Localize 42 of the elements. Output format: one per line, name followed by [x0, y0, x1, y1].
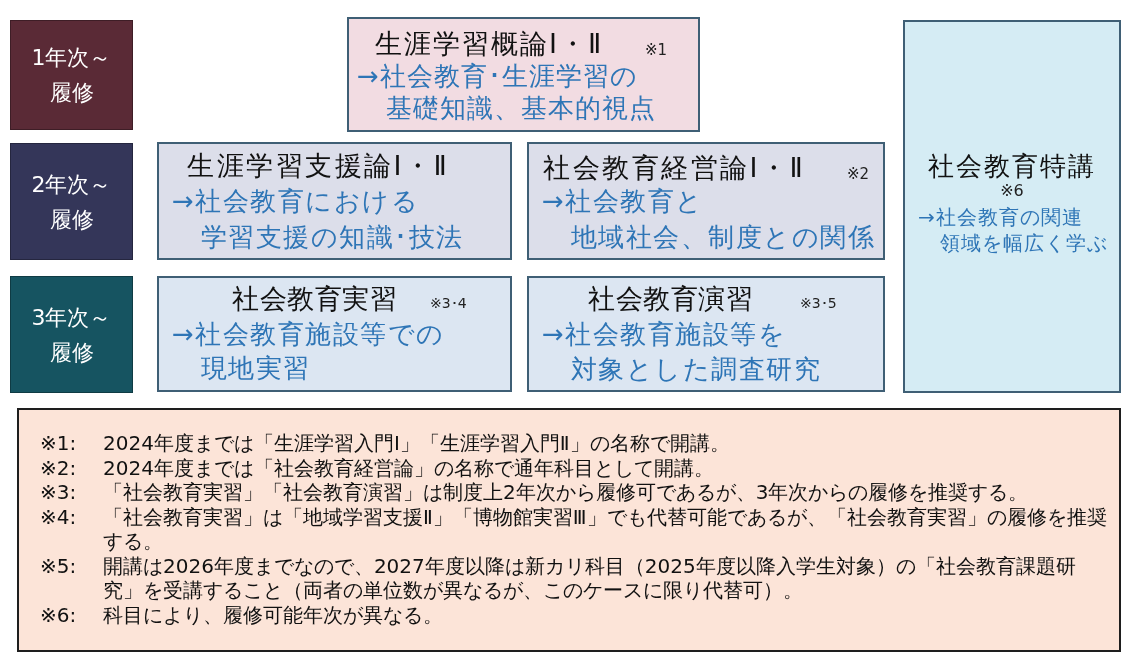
course-description: →社会教育と地域社会、制度との関係 [542, 185, 876, 254]
year-label: 1年次～履修 [31, 44, 112, 107]
course-description: →社会教育施設等での現地実習 [172, 318, 445, 385]
course-title: 生涯学習概論Ⅰ・Ⅱ [375, 27, 604, 61]
footnote-text: 開講は2026年度までなので、2027年度以降は新カリ科目（2025年度以降入学生対象）の「社会教育課題研究」を受講すること（両者の単位数が異なるが、このケースに限り代替可）。 [103, 553, 1077, 603]
year-label-box [10, 276, 133, 393]
course-title: 生涯学習支援論Ⅰ・Ⅱ [187, 149, 450, 183]
footnote-text: 「社会教育実習」は「地域学習支援Ⅱ」「博物館実習Ⅲ」でも代替可能であるが、「社会教育実習」の履修を推奨する。 [103, 504, 1108, 554]
footnote-text: 2024年度までは「生涯学習入門Ⅰ」「生涯学習入門Ⅱ」の名称で開講。 [103, 431, 730, 456]
footnote-mark: ※2 [847, 164, 870, 184]
course-description: →社会教育施設等を対象とした調査研究 [542, 317, 822, 386]
footnote-mark: ※1: [40, 431, 77, 456]
year-label-box [10, 143, 133, 260]
footnote-mark: ※6: [40, 602, 77, 627]
course-description: →社会教育･生涯学習の基礎知識、基本的視点 [357, 60, 656, 124]
course-title: 社会教育特講 [928, 149, 1096, 183]
course-box [157, 276, 512, 392]
footnote-mark: ※3･4 [430, 294, 467, 312]
course-title: 社会教育経営論Ⅰ・Ⅱ [543, 151, 806, 185]
footnote-mark: ※6 [1000, 181, 1024, 201]
year-label: 3年次～履修 [31, 303, 112, 367]
footnote-mark: ※5: [40, 553, 77, 580]
year-label: 2年次～履修 [31, 170, 112, 234]
footnote-mark: ※2: [40, 455, 77, 480]
footnote-mark: ※4: [40, 504, 77, 531]
course-description: →社会教育の関連領域を幅広く学ぶ [918, 204, 1108, 256]
course-title: 社会教育演習 [588, 282, 753, 316]
course-box [347, 17, 700, 132]
footnote-text: 「社会教育実習」「社会教育演習」は制度上2年次から履修可であるが、3年次からの履修を推奨する。 [103, 480, 1029, 505]
course-box [527, 276, 885, 392]
year-label-box [10, 20, 133, 130]
footnote-text: 2024年度までは「社会教育経営論」の名称で通年科目として開講。 [103, 455, 714, 480]
course-box [903, 20, 1121, 393]
course-box [157, 142, 512, 260]
footnote-text: 科目により、履修可能年次が異なる。 [103, 602, 443, 627]
course-title: 社会教育実習 [232, 282, 397, 316]
footnote-mark: ※3: [40, 480, 77, 505]
footnote-mark: ※3･5 [800, 294, 837, 312]
course-box [527, 142, 885, 260]
course-description: →社会教育における学習支援の知識･技法 [172, 185, 464, 254]
footnote-mark: ※1 [645, 40, 668, 60]
notes-panel [17, 408, 1121, 652]
